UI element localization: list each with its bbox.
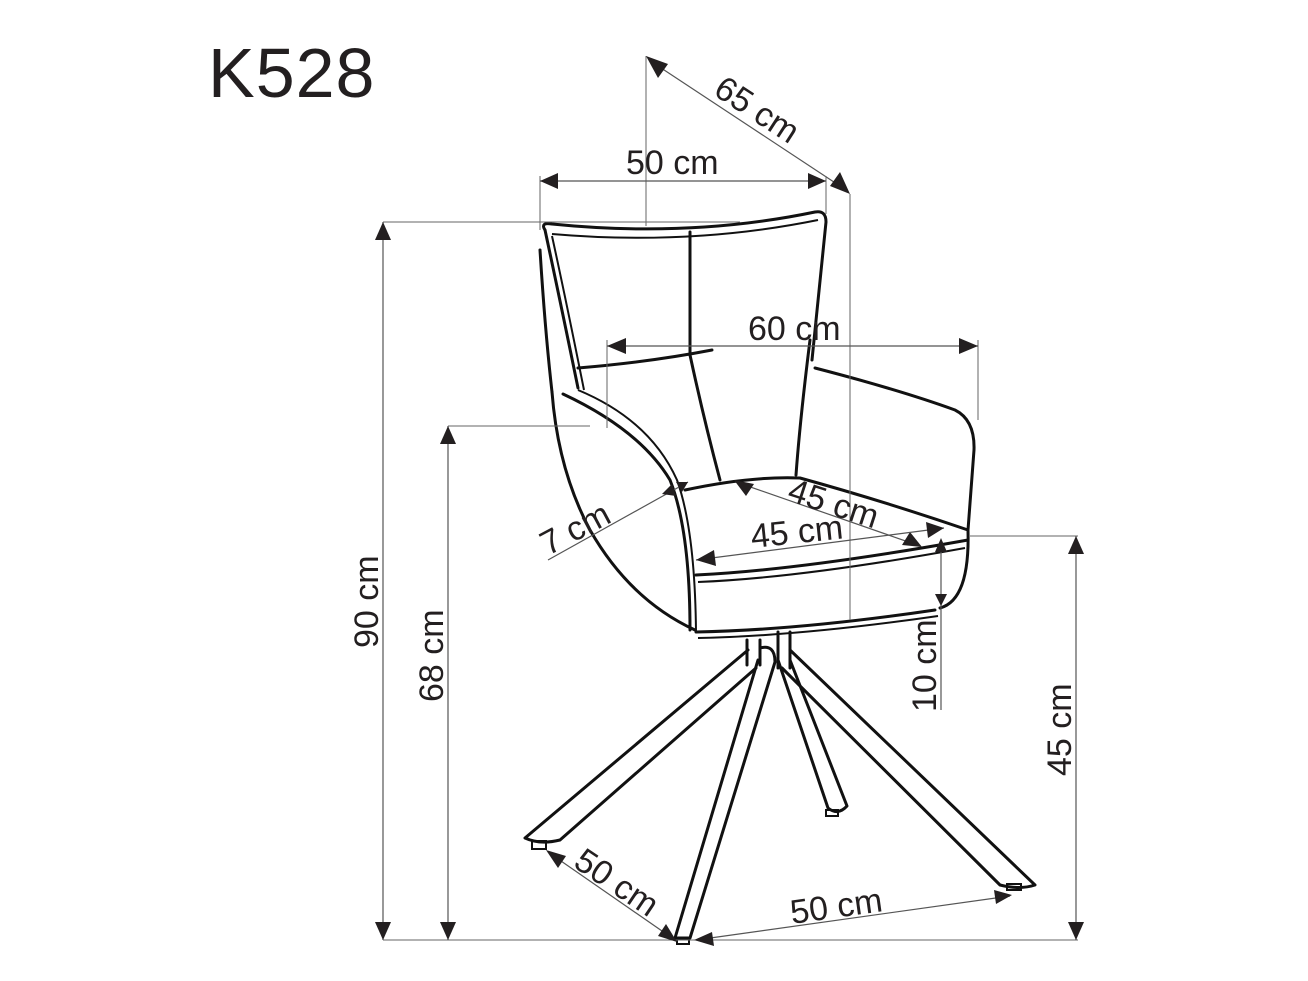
- label-50cm-base-width: 50 cm: [788, 881, 885, 932]
- label-90cm: 90 cm: [348, 555, 386, 648]
- dimension-50cm-base-width: 50 cm: [694, 881, 1012, 946]
- dimension-60cm-width: 60 cm: [606, 310, 979, 428]
- label-45cm-height: 45 cm: [1041, 683, 1079, 776]
- dimension-50cm-back-width: 50 cm: [539, 144, 827, 230]
- model-title: K528: [208, 34, 376, 112]
- chair-outline: [523, 210, 1037, 945]
- dimension-50cm-base-depth: 50 cm: [546, 841, 677, 942]
- label-10cm: 10 cm: [906, 619, 944, 712]
- dimension-7cm-arm: 7 cm: [534, 481, 689, 563]
- label-50cm-top: 50 cm: [626, 144, 719, 182]
- label-65cm: 65 cm: [708, 69, 806, 151]
- dimension-90cm-height: 90 cm: [348, 221, 1078, 941]
- dimension-45cm-seat-height: 45 cm: [970, 535, 1084, 940]
- dimension-10cm-seat: 10 cm: [906, 538, 947, 712]
- label-50cm-base-depth: 50 cm: [568, 841, 666, 924]
- label-60cm: 60 cm: [748, 310, 841, 348]
- dimension-68cm-arm-height: 68 cm: [413, 425, 590, 940]
- label-45cm-width: 45 cm: [749, 508, 845, 555]
- label-68cm: 68 cm: [413, 609, 451, 702]
